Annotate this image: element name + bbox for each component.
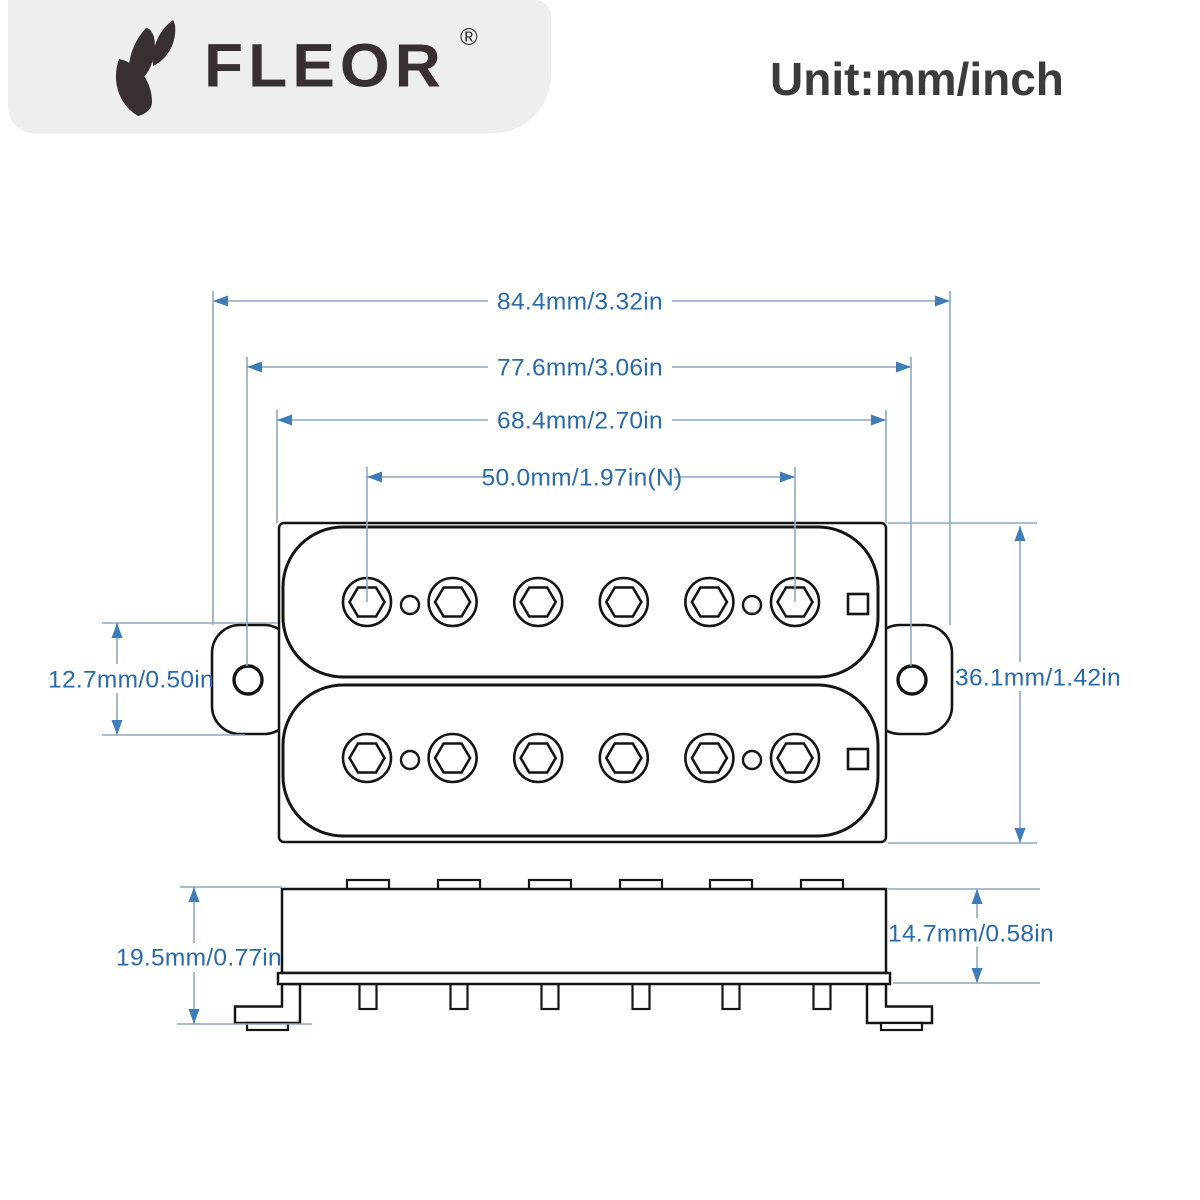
right-leg-screw-tip <box>879 1021 924 1032</box>
dim-top-body-height: 36.1mm/1.42in <box>955 665 1121 692</box>
dim-mount-hole-spacing: 77.6mm/3.06in <box>497 355 663 382</box>
small-hole <box>399 749 421 771</box>
brand-logo-panel: FLEOR ® <box>8 0 551 133</box>
dim-overall-height: 19.5mm/0.77in <box>116 945 282 972</box>
square-hole <box>846 747 870 771</box>
side-view-dimensions: 19.5mm/0.77in 14.7mm/0.58in <box>116 886 1054 1025</box>
left-leg-screw-tip <box>245 1021 290 1032</box>
side-baseplate <box>276 971 892 986</box>
dim-overall-width: 84.4mm/3.32in <box>497 289 663 316</box>
bottom-bobbin <box>281 683 880 838</box>
dim-body-width: 68.4mm/2.70in <box>497 408 663 435</box>
pickup-side-view <box>233 878 934 1032</box>
pickup-top-view <box>210 521 954 844</box>
small-hole <box>741 594 763 616</box>
brand-name: FLEOR <box>204 30 446 101</box>
side-body <box>280 887 888 975</box>
left-ear-screw-hole <box>232 664 264 696</box>
pole-row-bottom <box>341 732 870 784</box>
square-hole <box>846 592 870 616</box>
leaf-icon <box>115 20 176 116</box>
side-screw-heads <box>345 878 845 891</box>
dim-ear-height: 12.7mm/0.50in <box>48 667 214 694</box>
side-pole-screws <box>358 982 832 1011</box>
small-hole <box>741 749 763 771</box>
pole-row-top <box>341 576 870 628</box>
dim-side-body-height: 14.7mm/0.58in <box>888 921 1054 948</box>
registered-trademark-icon: ® <box>460 24 478 51</box>
right-ear-screw-hole <box>896 664 928 696</box>
right-mounting-leg <box>865 982 934 1025</box>
left-mounting-leg <box>233 982 302 1025</box>
top-bobbin <box>281 525 880 679</box>
dim-pole-spacing: 50.0mm/1.97in(N) <box>482 465 683 492</box>
top-view-dimensions: 84.4mm/3.32in 77.6mm/3.06in 68.4mm/2.70i… <box>48 286 1121 844</box>
unit-label: Unit:mm/inch <box>770 53 1064 105</box>
small-hole <box>399 594 421 616</box>
